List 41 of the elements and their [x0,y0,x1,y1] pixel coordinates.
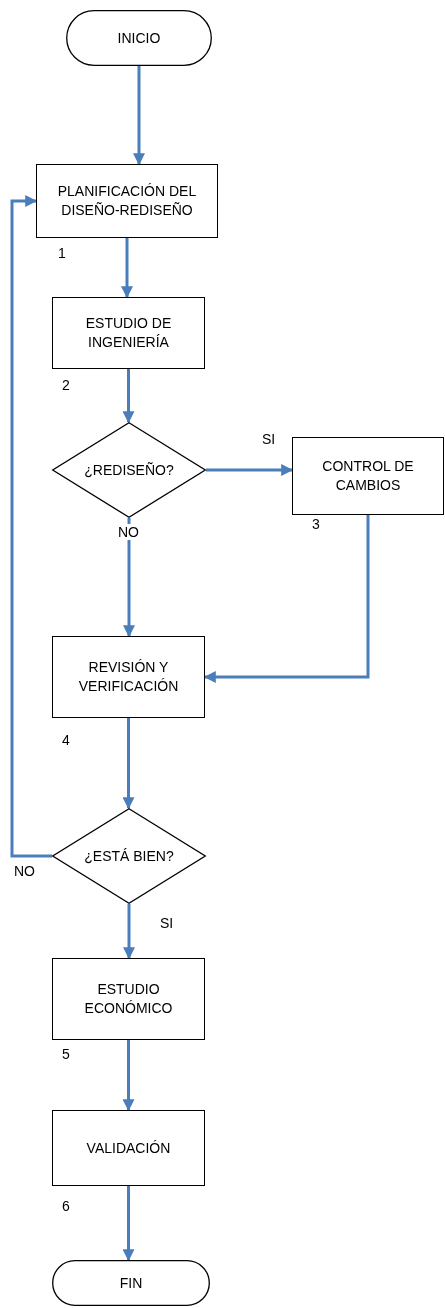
arrow [203,515,370,683]
process-box [292,437,444,515]
process-box [52,1110,205,1186]
step-number: 6 [62,1198,70,1214]
arrow [133,66,145,166]
node-label: ESTUDIO ECONÓMICO [83,980,174,1018]
arrow [123,904,135,960]
node-label: ¿ESTÁ BIEN? [84,846,174,866]
node-label: REVISIÓN Y VERIFICACIÓN [77,658,180,696]
node-label: ¿REDISEÑO? [84,460,174,480]
arrow [206,464,294,476]
process-box [52,958,205,1040]
arrow [123,518,135,638]
arrow [10,195,52,858]
step-number: 3 [312,516,320,532]
process-box [52,636,205,718]
step-number: 5 [62,1046,70,1062]
arrow [121,238,133,299]
process-box [52,297,205,369]
step-number: 2 [62,377,70,393]
node-label: FIN [119,1273,143,1293]
node-label: VALIDACIÓN [86,1138,171,1158]
node-label: ESTUDIO DE INGENIERÍA [84,314,173,352]
edge-label: SI [262,431,276,447]
arrow [122,718,135,810]
decision-diamond [52,808,206,904]
arrow [122,1040,135,1112]
step-number: 1 [58,245,66,261]
terminal-shape [52,1260,210,1306]
decision-diamond [52,422,206,518]
terminal-shape [66,10,212,66]
edge-label: SI [160,915,174,931]
node-label: INICIO [117,28,161,48]
step-number: 4 [62,732,70,748]
edge-label: NO [118,524,139,540]
process-box [36,164,218,238]
arrow [122,369,135,424]
node-label: CONTROL DE CAMBIOS [321,457,415,495]
edge-label: NO [14,863,35,879]
node-label: PLANIFICACIÓN DEL DISEÑO-REDISEÑO [56,182,198,220]
arrow [122,1186,135,1262]
